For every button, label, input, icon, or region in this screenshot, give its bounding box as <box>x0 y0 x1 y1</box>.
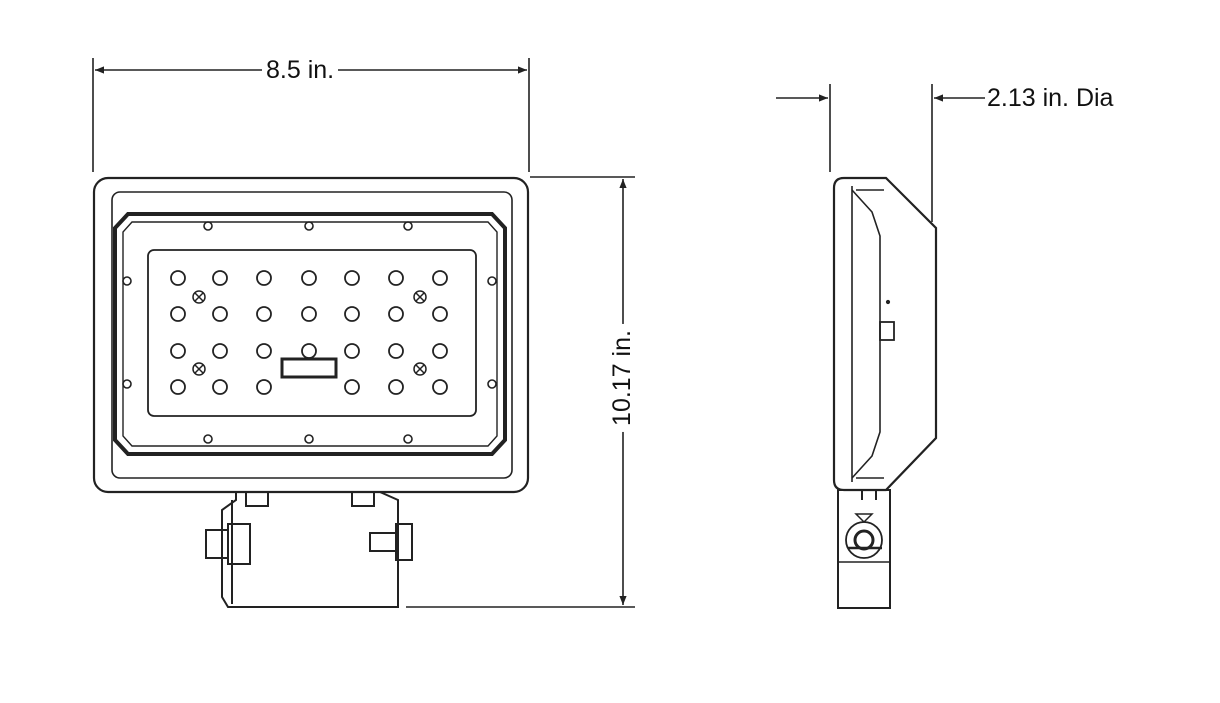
housing-outer <box>92 176 530 494</box>
mounting-bracket <box>205 491 413 608</box>
depth-dimension-label: 2.13 in. Dia <box>985 84 1118 112</box>
sensor-marks <box>192 290 427 376</box>
led-array <box>170 270 448 395</box>
side-bracket <box>837 489 891 609</box>
side-housing <box>832 176 938 492</box>
frame-screws <box>122 221 497 444</box>
lens-panel <box>147 249 477 417</box>
side-view <box>832 176 938 609</box>
housing-bezel <box>111 191 513 479</box>
inner-frame <box>113 212 507 456</box>
height-dimension-label: 10.17 in. <box>608 324 636 432</box>
front-view <box>92 176 530 608</box>
side-knob <box>879 321 895 341</box>
width-dimension-label: 8.5 in. <box>262 56 339 84</box>
label-plate <box>280 357 338 379</box>
